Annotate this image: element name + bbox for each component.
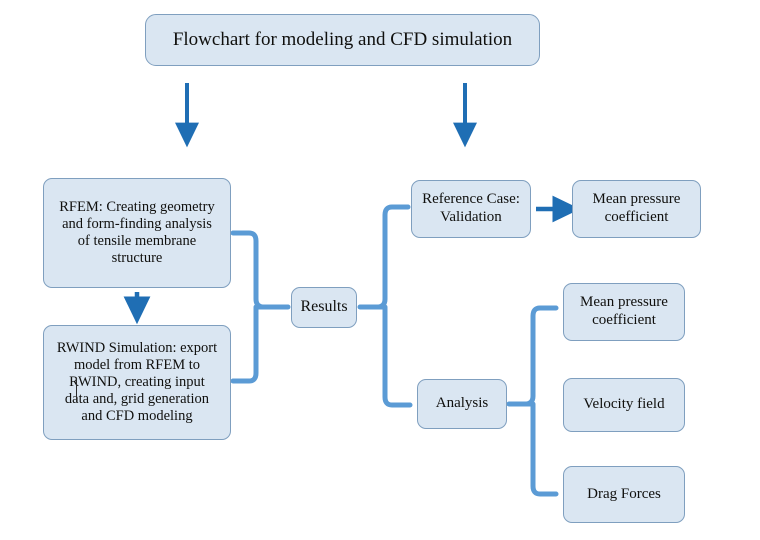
results-to-right-brace	[357, 204, 413, 408]
title-box: Flowchart for modeling and CFD simulatio…	[145, 14, 540, 66]
node-results: Results	[291, 287, 357, 328]
node-reference-case-validation: Reference Case: Validation	[411, 180, 531, 238]
node-analysis-velocity-field: Velocity field	[563, 378, 685, 432]
text-caret-artifact	[76, 378, 77, 402]
left-steps-to-results-brace	[230, 230, 291, 384]
node-analysis-drag-forces: Drag Forces	[563, 466, 685, 523]
node-reference-mean-pressure-coefficient: Mean pressure coefficient	[572, 180, 701, 238]
analysis-to-outputs-brace	[506, 305, 559, 497]
node-rfem-geometry: RFEM: Creating geometry and form-finding…	[43, 178, 231, 288]
node-rwind-simulation: RWIND Simulation: export model from RFEM…	[43, 325, 231, 440]
node-analysis-mean-pressure-coefficient: Mean pressure coefficient	[563, 283, 685, 341]
node-analysis: Analysis	[417, 379, 507, 429]
